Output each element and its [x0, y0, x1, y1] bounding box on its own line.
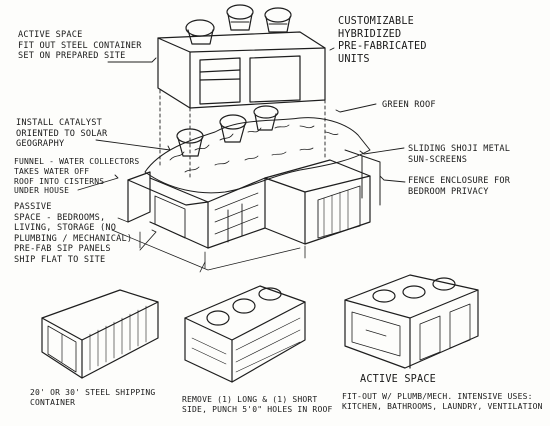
fit-out-label: FIT-OUT W/ PLUMB/MECH. INTENSIVE USES: K…: [342, 392, 543, 411]
active-space-heading: ACTIVE SPACE: [360, 374, 437, 385]
punched-container-drawing: [184, 285, 306, 383]
green-roof-label: GREEN ROOF: [382, 100, 436, 110]
leader-lines: [77, 47, 406, 251]
passive-space-label: PASSIVE SPACE - BEDROOMS, LIVING, STORAG…: [14, 202, 133, 265]
assembled-house: [111, 105, 381, 273]
sliding-screens-label: SLIDING SHOJI METAL SUN-SCREENS: [408, 144, 511, 165]
active-space-drawing: [344, 274, 479, 369]
install-catalyst-label: INSTALL CATALYST ORIENTED TO SOLAR GEOGR…: [16, 118, 108, 149]
shipping-container-label: 20' OR 30' STEEL SHIPPING CONTAINER: [30, 388, 156, 407]
exploded-active-container: [157, 4, 326, 109]
remove-sides-label: REMOVE (1) LONG & (1) SHORT SIDE, PUNCH …: [182, 395, 333, 414]
title-label: CUSTOMIZABLE HYBRIDIZED PRE-FABRICATED U…: [338, 16, 427, 65]
active-space-label: ACTIVE SPACE FIT OUT STEEL CONTAINER SET…: [18, 30, 142, 61]
funnel-label: FUNNEL - WATER COLLECTORS TAKES WATER OF…: [14, 157, 140, 196]
shipping-container-drawing: [41, 289, 159, 379]
explode-guides: [159, 89, 326, 181]
fence-label: FENCE ENCLOSURE FOR BEDROOM PRIVACY: [408, 176, 511, 197]
